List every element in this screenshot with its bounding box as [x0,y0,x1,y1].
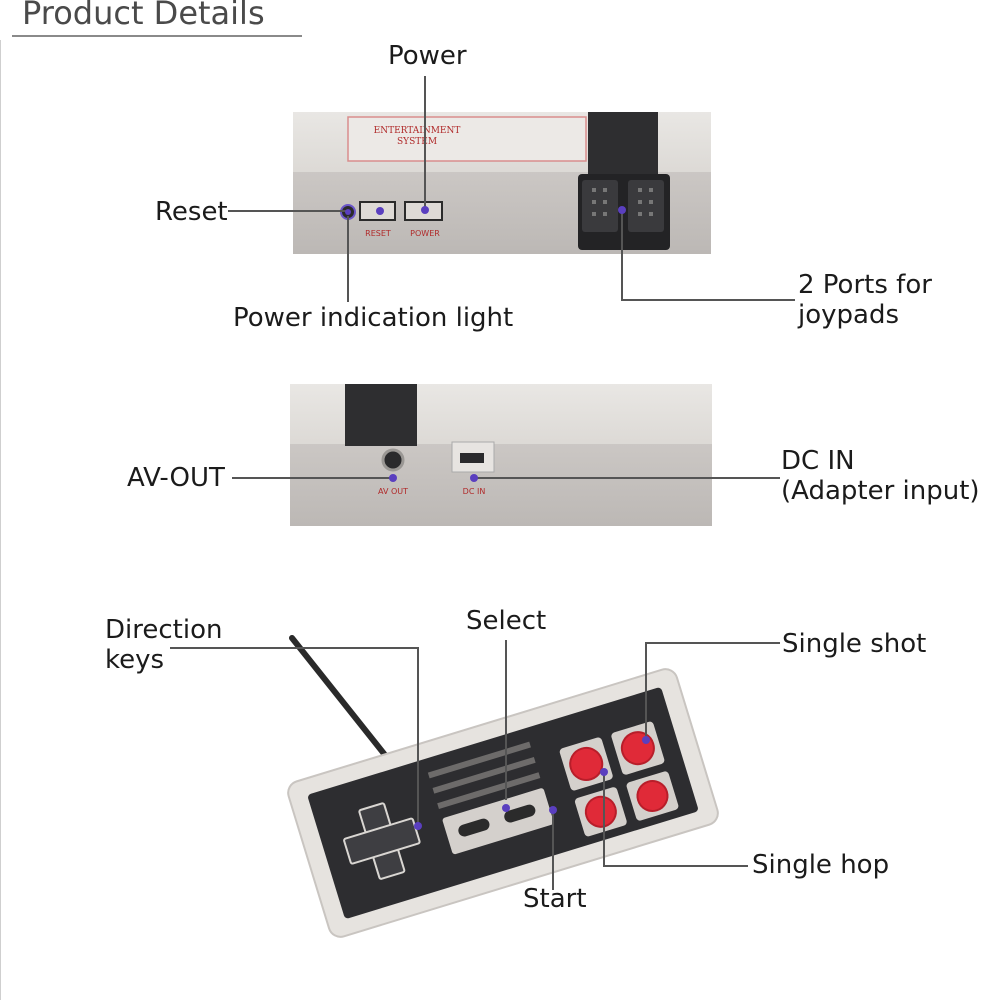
dc-in-caption: DC IN [463,487,486,496]
b-button [569,746,604,781]
console-back-view: AV OUT DC IN [290,384,712,526]
badge-text-line1: ENTERTAINMENT [374,126,461,136]
leader-lines [170,76,795,890]
title-underline [12,35,302,37]
label-select: Select [466,606,547,636]
label-single-hop: Single hop [752,850,890,880]
back-port-cover [345,384,417,446]
label-single-shot: Single shot [782,629,927,659]
controller-port-1 [582,180,618,232]
label-direction-line1: Direction [105,615,223,645]
leader-markers [345,206,650,830]
turbo-b-button [584,795,617,828]
controller-cable [289,635,388,758]
direction-pad [343,802,421,880]
label-power-indication-light: Power indication light [233,303,514,333]
controller [287,635,719,938]
label-ports-line1: 2 Ports for [798,270,932,300]
controller-port-2 [628,180,664,232]
label-power: Power [388,41,467,71]
label-start: Start [523,884,587,914]
console-front-view: ENTERTAINMENT SYSTEM RESET POWER [293,112,711,254]
select-button [458,818,490,837]
power-caption: POWER [410,229,440,238]
label-reset: Reset [155,197,228,227]
page-edge-line [0,40,1,1000]
page-title: Product Details [22,0,265,32]
reset-caption: RESET [365,229,391,238]
console-back-panel [290,444,712,526]
turbo-a-button [636,779,669,812]
label-ports-line2: joypads [798,300,900,330]
badge-text-line2: SYSTEM [397,137,437,147]
entertainment-badge [347,116,587,162]
select-start-plate [442,788,554,855]
av-out-jack [381,448,405,472]
dc-in-socket [460,453,484,463]
label-dc-in-line1: DC IN [781,446,855,476]
start-button [504,804,536,823]
label-dc-in-line2: (Adapter input) [781,476,980,506]
port-cover [588,112,658,174]
label-av-out: AV-OUT [127,463,225,493]
port-pins [592,188,653,216]
av-out-caption: AV OUT [378,487,408,496]
label-direction-line2: keys [105,645,165,675]
